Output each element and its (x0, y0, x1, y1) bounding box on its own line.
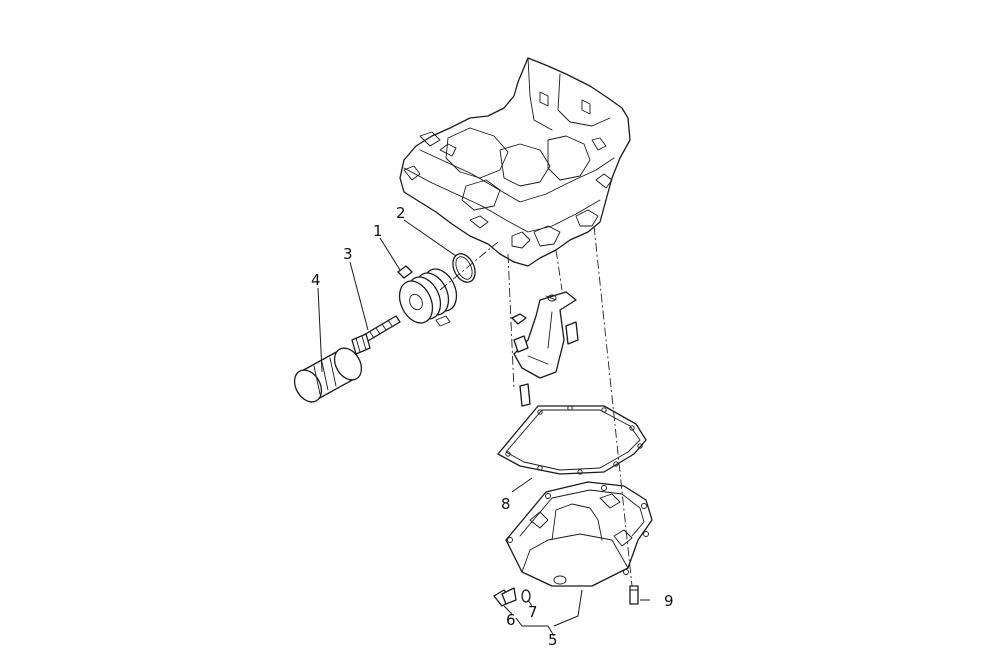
callout-2: 2 (396, 204, 406, 222)
oil-filter (293, 347, 363, 403)
callout-7: 7 (528, 603, 538, 621)
callouts: 1 2 3 4 5 6 7 8 9 (311, 204, 674, 649)
oil-cooler (397, 265, 458, 327)
oil-pan (505, 481, 653, 587)
callout-3: 3 (343, 245, 353, 263)
callout-8: 8 (501, 495, 511, 513)
leader-lines (317, 219, 650, 637)
callout-9: 9 (664, 592, 674, 610)
drain-plug (493, 587, 517, 607)
callout-4: 4 (311, 271, 321, 289)
assembly-lines (439, 225, 633, 587)
crankcase (399, 57, 631, 267)
callout-6: 6 (506, 611, 516, 629)
union-bolt (351, 315, 401, 355)
oil-pan-gasket (497, 405, 647, 475)
oil-pan-bolt (629, 585, 639, 605)
oil-strainer (511, 291, 579, 407)
callout-5: 5 (548, 631, 558, 649)
callout-1: 1 (373, 222, 383, 240)
sealing-washer (521, 589, 531, 603)
o-ring (452, 253, 476, 283)
